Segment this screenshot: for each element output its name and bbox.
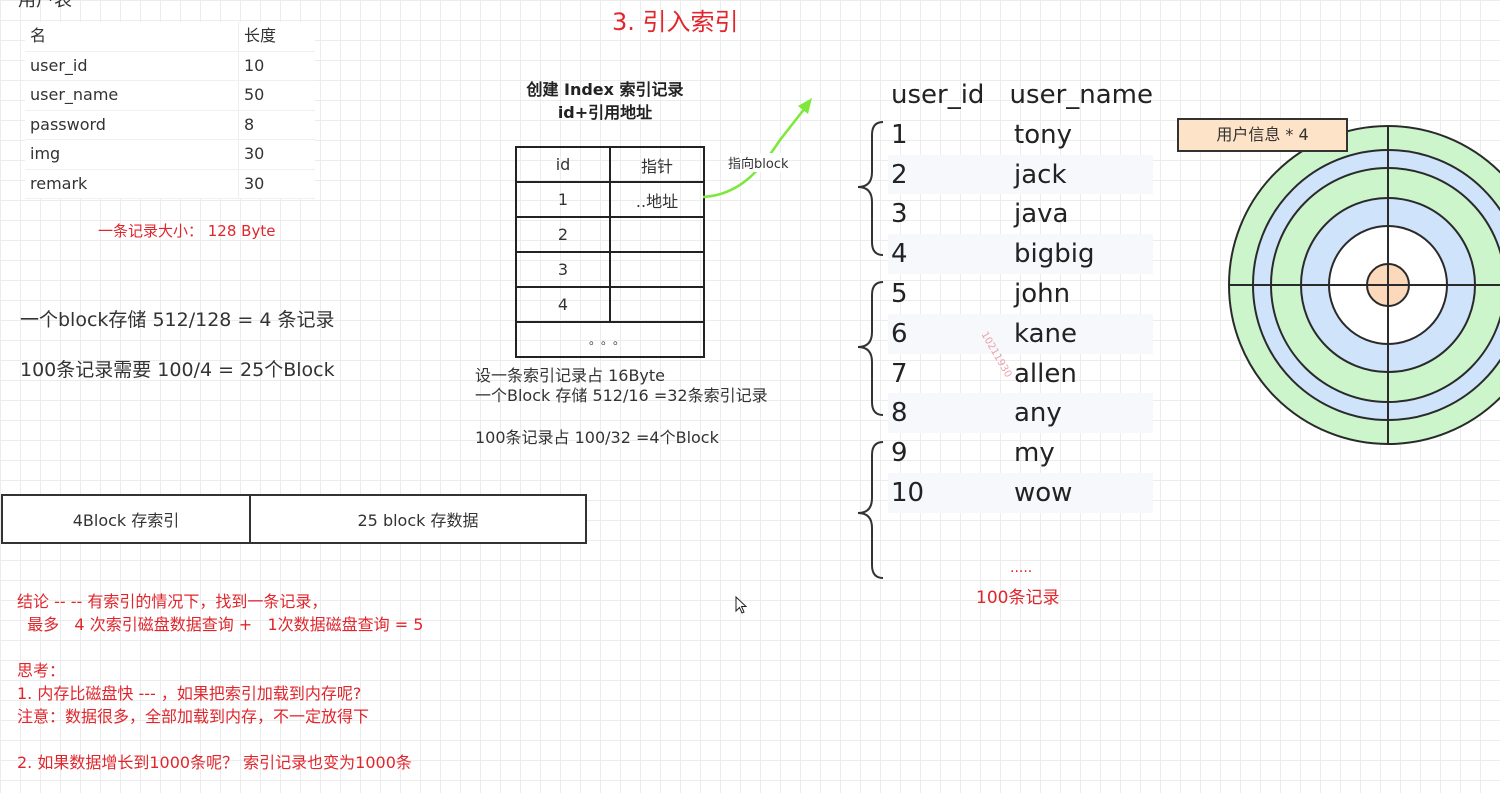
- field-length: 30: [244, 173, 265, 193]
- field-name: password: [25, 110, 239, 139]
- index-title-line2: id+引用地址: [557, 103, 653, 122]
- user-name: tony: [1014, 119, 1072, 150]
- user-id: 5: [891, 278, 908, 309]
- user-row: 1 tony: [888, 115, 1153, 155]
- user-row: 7 allen: [888, 354, 1153, 394]
- header-length: 长度: [244, 26, 277, 45]
- question-2: 2. 如果数据增长到1000条呢？ 索引记录也变为1000条: [17, 753, 412, 772]
- user-row: 2 jack: [888, 154, 1153, 195]
- user-id: 2: [891, 159, 908, 190]
- index-blocks: 4Block 存索引: [3, 496, 251, 542]
- mouse-cursor-icon: [735, 596, 748, 614]
- index-id: 4: [515, 286, 611, 323]
- user-name: kane: [1014, 318, 1078, 349]
- index-id: 2: [515, 216, 611, 253]
- data-blocks: 25 block 存数据: [357, 511, 479, 530]
- index-id: 3: [515, 251, 611, 288]
- brace-block-3: [857, 441, 884, 579]
- user-id: 7: [891, 358, 908, 389]
- user-id: 3: [891, 199, 908, 230]
- disk-platter: [1228, 125, 1500, 445]
- index-pointer: [609, 216, 705, 253]
- user-name: jack: [1014, 159, 1067, 190]
- user-id: 4: [891, 239, 908, 270]
- think-heading: 思考：: [17, 661, 66, 680]
- index-title-line1: 创建 Index 索引记录: [526, 80, 684, 99]
- user-id: 10: [891, 477, 925, 508]
- field-name: user_id: [25, 51, 239, 80]
- field-length: 50: [244, 85, 265, 104]
- user-row: 4 bigbig: [888, 234, 1153, 274]
- user-id: 9: [891, 438, 908, 469]
- field-length: 10: [244, 55, 265, 75]
- index-notes: 设一条索引记录占 16Byte 一个Block 存储 512/16 =32条索引…: [475, 366, 768, 448]
- page-title: 3. 引入索引: [612, 8, 739, 36]
- index-pointer: [609, 251, 705, 288]
- note: 注意：数据很多，全部加载到内存，不一定放得下: [17, 707, 370, 726]
- user-name: allen: [1014, 358, 1077, 389]
- index-note: 100条记录占 100/32 =4个Block: [475, 428, 719, 447]
- record-size: 一条记录大小： 128 Byte: [98, 222, 276, 240]
- user-name: wow: [1014, 477, 1073, 508]
- user-id: 6: [891, 318, 908, 349]
- index-title: 创建 Index 索引记录 id+引用地址: [480, 78, 730, 124]
- conclusion-line: 最多 4 次索引磁盘数据查询 + 1次数据磁盘查询 = 5: [17, 615, 424, 634]
- conclusion-line: 结论 -- -- 有索引的情况下，找到一条记录，: [17, 592, 328, 611]
- user-row: 3 java: [888, 194, 1153, 234]
- user-row: 5 john: [888, 274, 1153, 314]
- index-header-pointer: 指针: [609, 146, 705, 183]
- more-rows: .....: [1010, 560, 1033, 576]
- index-header-id: id: [515, 146, 611, 183]
- index-pointer: ..地址: [609, 181, 705, 218]
- user-row: 8 any: [888, 393, 1153, 434]
- calc-blocks-needed: 100条记录需要 100/4 = 25个Block: [20, 359, 335, 381]
- header-name: 名: [25, 22, 239, 51]
- disk-label: 用户信息 * 4: [1177, 118, 1348, 152]
- field-name: img: [25, 140, 239, 169]
- field-length: 30: [244, 144, 265, 163]
- storage-bar: 4Block 存索引 25 block 存数据: [1, 494, 587, 544]
- index-note: 设一条索引记录占 16Byte: [475, 366, 666, 385]
- field-row: user_name 50: [25, 81, 315, 111]
- user-row: 6 kane: [888, 313, 1153, 354]
- pointer-arrow: [702, 98, 812, 199]
- index-pointer: [609, 286, 705, 323]
- field-name: remark: [25, 169, 239, 198]
- index-id: 1: [515, 181, 611, 218]
- user-name: any: [1014, 398, 1062, 429]
- arrow-label: 指向block: [728, 153, 789, 172]
- user-name: bigbig: [1014, 239, 1095, 270]
- user-name: my: [1014, 438, 1055, 469]
- brace-block-2: [857, 281, 884, 416]
- user-id: 8: [891, 398, 908, 429]
- question-1: 1. 内存比磁盘快 --- ，如果把索引加载到内存呢?: [17, 684, 362, 703]
- fields-header: 名长度: [25, 22, 315, 52]
- brace-block-1: [857, 121, 884, 256]
- user-name: java: [1014, 199, 1069, 230]
- user-row: 9 my: [888, 433, 1153, 473]
- calc-block: 一个block存储 512/128 = 4 条记录: [20, 309, 335, 331]
- user-row: 10 wow: [888, 472, 1153, 513]
- field-length: 8: [244, 114, 255, 134]
- user-table: user_id user_name 1 tony 2 jack 3 java 4 bigb…: [888, 75, 1153, 513]
- arrow-head-icon: [798, 98, 812, 114]
- user-id: 1: [891, 119, 908, 150]
- top-cut-text: 用户表: [18, 0, 72, 11]
- header-user-id: user_id: [891, 80, 985, 110]
- field-row: img 30: [25, 140, 315, 170]
- index-ellipsis: 。。。: [515, 321, 705, 358]
- record-count: 100条记录: [976, 588, 1060, 608]
- user-table-header: user_id user_name: [888, 75, 1153, 115]
- user-name: john: [1014, 278, 1071, 309]
- header-user-name: user_name: [1009, 80, 1153, 110]
- field-name: user_name: [25, 81, 239, 110]
- block-braces: [857, 121, 884, 579]
- index-note: 一个Block 存储 512/16 =32条索引记录: [475, 386, 768, 405]
- conclusion: 结论 -- -- 有索引的情况下，找到一条记录， 最多 4 次索引磁盘数据查询 …: [17, 590, 423, 774]
